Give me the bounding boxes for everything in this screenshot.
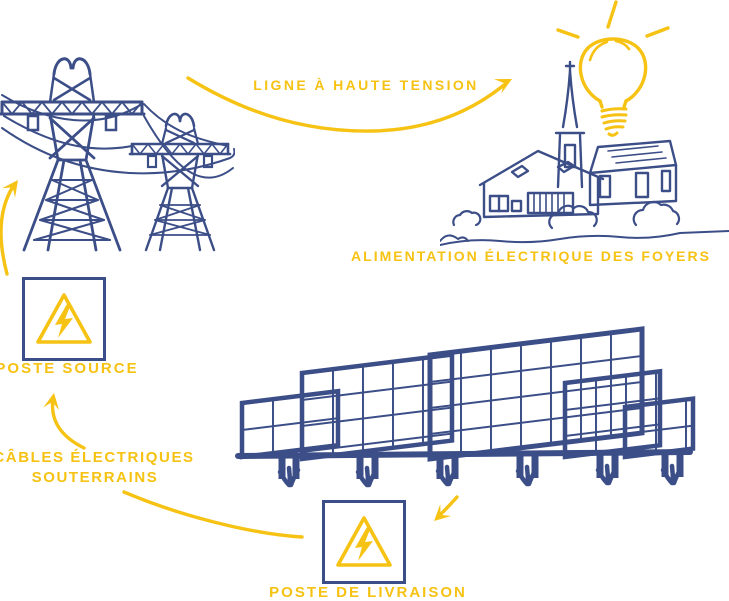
light-bulb-illustration [556, 0, 670, 137]
lightning-bolt-icon [355, 527, 373, 561]
arrow-solar-to-livraison [434, 495, 459, 521]
label-high-voltage-line: LIGNE À HAUTE TENSION [253, 77, 479, 93]
bushes-icon [452, 201, 680, 230]
high-voltage-warning-icon [36, 293, 92, 344]
pylons-illustration [0, 57, 235, 252]
light-rays-icon [556, 0, 670, 39]
high-voltage-pylons-icon [0, 57, 235, 252]
solar-panel-farm-icon [235, 326, 696, 488]
glowing-light-bulb-icon [556, 0, 670, 137]
solar-farm-illustration [235, 326, 696, 488]
label-underground-cables-line2: SOUTERRAINS [31, 469, 159, 486]
arrow-cables-to-source [43, 393, 86, 450]
label-poste-de-livraison: POSTE DE LIVRAISON [269, 584, 467, 601]
high-voltage-warning-icon [336, 516, 392, 567]
village-houses-church-icon [440, 60, 729, 246]
poste-de-livraison-box [322, 500, 406, 584]
label-poste-source: POSTE SOURCE [0, 360, 139, 377]
label-underground-cables-line1: CÂBLES ÉLECTRIQUES [0, 449, 195, 466]
lightning-bolt-icon [55, 304, 73, 338]
connector-livraison-to-cables [122, 490, 304, 539]
label-homes-supply: ALIMENTATION ÉLECTRIQUE DES FOYERS [351, 248, 711, 264]
poste-source-box [22, 277, 106, 361]
village-illustration [440, 60, 729, 246]
power-cables-icon [1, 94, 235, 179]
grass-tufts-icon [277, 463, 684, 488]
